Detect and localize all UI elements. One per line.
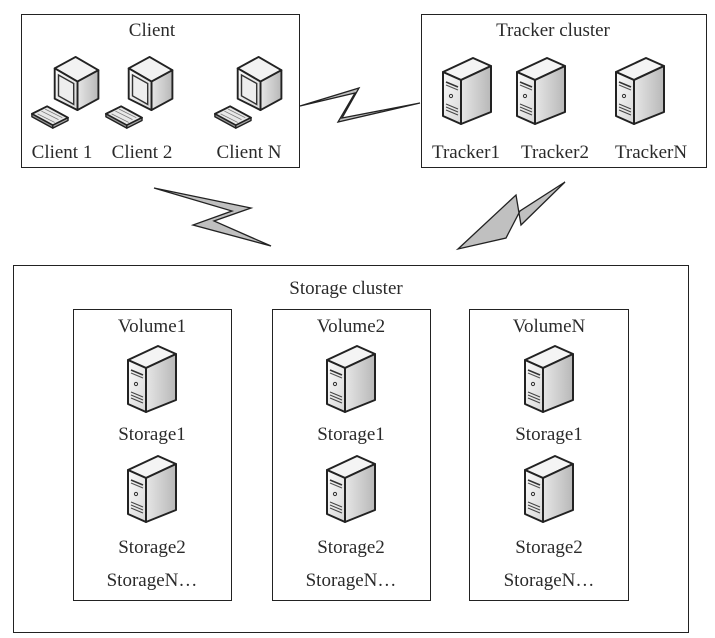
storage-cluster-title: Storage cluster xyxy=(289,278,403,299)
storage-server-label: Storage1 xyxy=(118,424,186,445)
server-tower-icon xyxy=(521,343,577,415)
storage-server-label: Storage1 xyxy=(515,424,583,445)
volume-title: Volume1 xyxy=(117,316,187,337)
server-tower-icon xyxy=(323,453,379,525)
client-n-label: Client N xyxy=(216,142,282,163)
tracker-1-label: Tracker1 xyxy=(432,142,500,163)
client-group-title: Client xyxy=(128,20,176,41)
storage-more-label: StorageN… xyxy=(503,570,595,591)
bolt-tracker-storage xyxy=(455,181,566,251)
volume-title: VolumeN xyxy=(512,316,586,337)
server-tower-icon xyxy=(513,55,569,127)
client-1-label: Client 1 xyxy=(31,142,93,163)
desktop-computer-icon xyxy=(30,55,106,131)
storage-server-label: Storage2 xyxy=(118,537,186,558)
server-tower-icon xyxy=(323,343,379,415)
server-tower-icon xyxy=(124,343,180,415)
server-tower-icon xyxy=(439,55,495,127)
bolt-client-storage xyxy=(153,187,272,247)
storage-server-label: Storage1 xyxy=(317,424,385,445)
tracker-cluster-title: Tracker cluster xyxy=(496,20,610,41)
desktop-computer-icon xyxy=(213,55,289,131)
volume-title: Volume2 xyxy=(316,316,386,337)
storage-more-label: StorageN… xyxy=(305,570,397,591)
server-tower-icon xyxy=(612,55,668,127)
client-2-label: Client 2 xyxy=(111,142,173,163)
storage-more-label: StorageN… xyxy=(106,570,198,591)
bolt-client-tracker xyxy=(299,86,421,123)
tracker-2-label: Tracker2 xyxy=(521,142,589,163)
desktop-computer-icon xyxy=(104,55,180,131)
server-tower-icon xyxy=(521,453,577,525)
storage-server-label: Storage2 xyxy=(317,537,385,558)
storage-server-label: Storage2 xyxy=(515,537,583,558)
server-tower-icon xyxy=(124,453,180,525)
tracker-n-label: TrackerN xyxy=(614,142,688,163)
